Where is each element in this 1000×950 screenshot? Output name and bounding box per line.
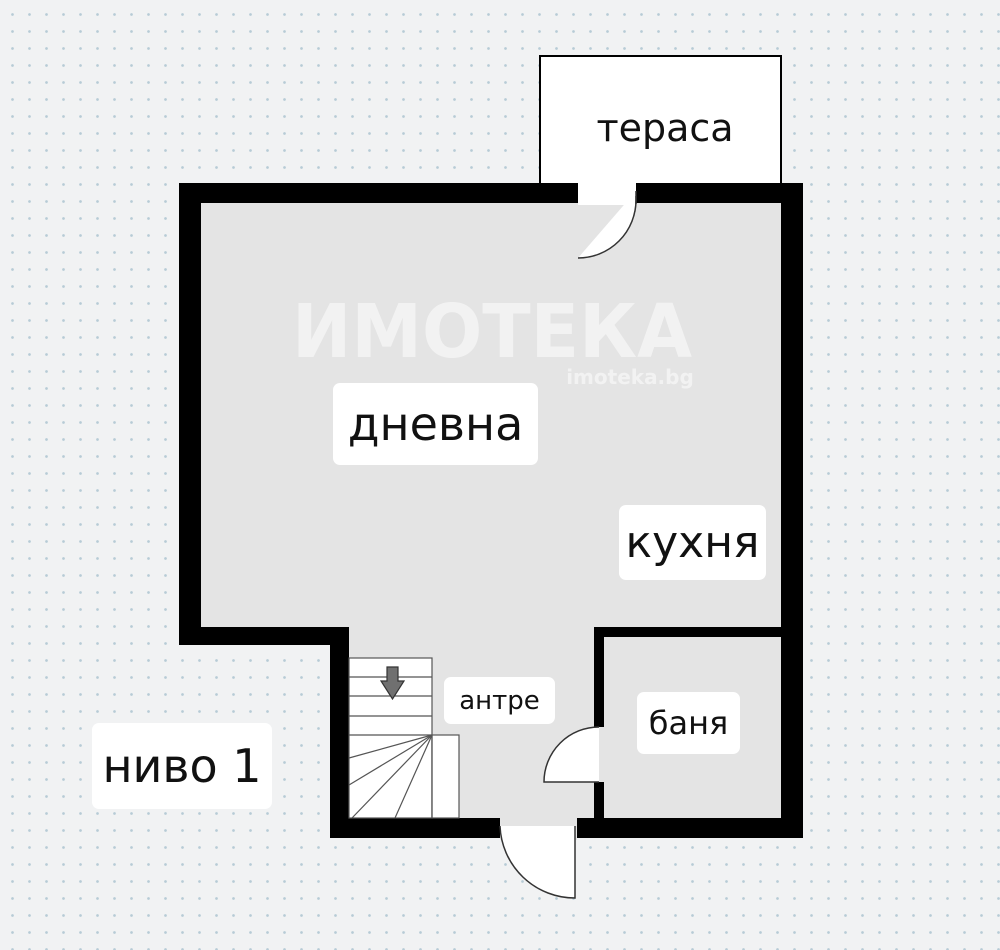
room-label-terrace: тераса <box>577 100 753 156</box>
terrace-door-opening <box>578 181 636 205</box>
room-label-bathroom: баня <box>637 692 740 754</box>
bathroom-door-swing <box>543 726 600 783</box>
staircase <box>348 657 460 819</box>
wall-top <box>179 183 803 203</box>
room-label-living-room: дневна <box>333 383 538 465</box>
bathroom-wall-top <box>594 627 783 637</box>
watermark-logo-text: ИМОТЕКА <box>292 289 692 375</box>
stairs-down-arrow-icon <box>379 666 406 701</box>
wall-step-horizontal <box>179 627 349 645</box>
entrance-door-swing <box>499 825 576 899</box>
watermark: ИМОТЕКА imoteka.bg <box>292 289 694 389</box>
level-label: ниво 1 <box>92 723 272 809</box>
bathroom-wall-left-upper <box>594 627 604 727</box>
room-label-kitchen: кухня <box>619 505 766 580</box>
watermark-url: imoteka.bg <box>566 365 694 389</box>
wall-left <box>179 183 201 645</box>
room-label-hallway: антре <box>444 677 555 724</box>
wall-right <box>781 183 803 838</box>
terrace-door-swing <box>577 191 637 259</box>
bathroom-wall-left-lower <box>594 782 604 822</box>
wall-step-vertical <box>330 627 349 838</box>
wall-bottom-left <box>330 818 500 838</box>
wall-bottom-right <box>577 818 803 838</box>
